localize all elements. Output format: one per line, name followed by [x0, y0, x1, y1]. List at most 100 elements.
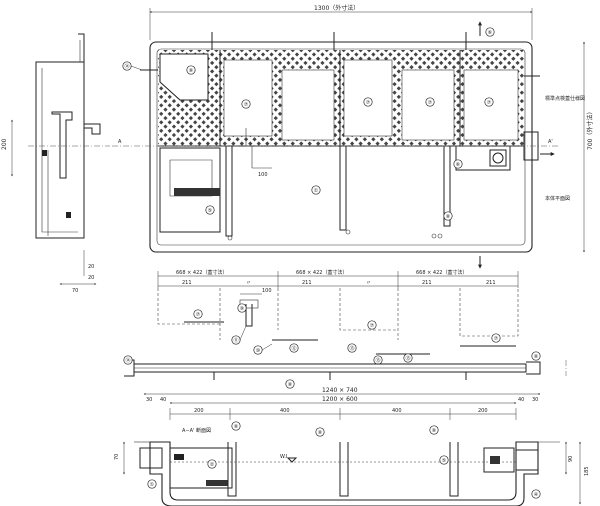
- plan-inner-wall: [156, 48, 526, 246]
- section-wl: W.L.: [280, 454, 291, 460]
- section-baffle-3: [449, 442, 459, 497]
- lid-dim-1: 668 × 422（蓋寸法）: [176, 269, 227, 276]
- section-callout-1: ⑧: [234, 424, 239, 430]
- section-span-1: 200: [194, 408, 204, 414]
- plan-callout-7: ⑥: [488, 30, 493, 36]
- section-callout-5: ⑤: [442, 458, 446, 464]
- plan-baffle-3: [443, 146, 451, 227]
- frame-view: ⑭ ⑧ ⑧: [123, 351, 567, 389]
- lid-dim-3: 668 × 422（蓋寸法）: [416, 269, 467, 276]
- plan-label: 本体平面図: [545, 195, 570, 202]
- plan-callout-leader-1: [130, 65, 143, 71]
- section-title: A−A' 断面図: [182, 427, 211, 434]
- plan-callout-ring-5: [425, 97, 435, 107]
- side-dim-200: 200: [1, 138, 8, 150]
- lid-callout-ring-7: [347, 343, 357, 353]
- section-dim-40b: 40: [518, 397, 524, 403]
- lid-callout-ring-1: [193, 309, 203, 319]
- plan-callout-ring-2: [186, 65, 196, 75]
- lid-callout-ring-2: [237, 303, 247, 313]
- plan-label-right: 標準点検蓋仕様図: [545, 95, 585, 102]
- lid-callout-ring-9: [403, 353, 413, 363]
- section-dim-70: 70: [114, 454, 120, 460]
- frame-callout-ring-3: [531, 351, 541, 361]
- section-view: 1240 × 740 1200 × 600 30 40 40 30 200 40…: [114, 387, 590, 506]
- frame-callout-3: ⑧: [534, 354, 539, 360]
- plan-callout-3: ⑦: [244, 102, 249, 108]
- section-body: [149, 441, 539, 506]
- plan-callout-ring-10: [453, 159, 463, 169]
- plan-inlet-chamber: [159, 53, 209, 101]
- section-inlet-pipe: [139, 447, 163, 469]
- lid-callout-10: ⑦: [494, 336, 499, 342]
- side-dim-20b: 20: [88, 275, 94, 281]
- lid-callout-ring-10: [491, 333, 501, 343]
- lid-callout-4: ⑦: [370, 323, 375, 329]
- section-baffle-2: [339, 442, 349, 497]
- plan-callout-2: ⑧: [189, 68, 194, 74]
- section-callout-ring-3: [429, 425, 439, 435]
- section-inlet-mark: [174, 454, 184, 460]
- lid-callout-leader-5: [261, 343, 273, 351]
- lid-handle: [245, 304, 253, 327]
- section-callout-2: ⑧: [318, 430, 323, 436]
- section-dim-90: 90: [568, 456, 574, 462]
- plan-section-a: A: [118, 139, 122, 145]
- plan-outlet-pipe: [492, 152, 504, 164]
- side-fitting-upper: [42, 150, 47, 156]
- frame-callout-2: ⑧: [288, 382, 293, 388]
- section-span-4: 200: [478, 408, 488, 414]
- lid-dim-100: 100: [262, 288, 272, 294]
- lid-callout-1: ⑦: [196, 312, 201, 318]
- section-dim-30: 30: [146, 397, 152, 403]
- plan-callout-ring-3: [241, 99, 251, 109]
- plan-lid-1: [223, 59, 273, 137]
- section-callout-ring-6: [147, 479, 157, 489]
- side-view: 200 20 20 70: [1, 33, 110, 294]
- plan-callout-ring-11: [443, 211, 453, 221]
- side-inner-wall: [41, 68, 78, 233]
- frame-callouts: ⑭ ⑧ ⑧: [123, 351, 541, 389]
- lid-sub-2: 〃: [246, 280, 251, 286]
- lid-callout-2: ⑨: [240, 306, 244, 312]
- section-dim-40a: 40: [160, 397, 166, 403]
- plan-callout-4: ⑦: [366, 100, 371, 106]
- section-callout-3: ⑧: [432, 428, 437, 434]
- lid-dim-2: 668 × 422（蓋寸法）: [296, 269, 347, 276]
- plan-lid-5: [463, 69, 519, 141]
- lid-callout-3: ⑪: [233, 337, 238, 344]
- frame-callout-ring-1: [123, 355, 133, 365]
- lid-sub-1: 211: [182, 280, 192, 286]
- section-dim-185: 185: [584, 466, 590, 476]
- plan-screen-bar: [174, 188, 220, 196]
- plan-view: 1300（外寸法） 100: [112, 4, 594, 269]
- side-body-outline: [35, 61, 85, 239]
- lid-outline-1: [157, 288, 220, 325]
- lid-sub-3: 211: [302, 280, 312, 286]
- lid-callout-ring-4: [367, 320, 377, 330]
- frame-callout-1: ⑭: [125, 357, 130, 364]
- section-baffle-1: [227, 442, 237, 497]
- plan-callout-ring-4: [363, 97, 373, 107]
- section-screen-bar: [206, 480, 228, 486]
- section-callout-ring-1: [231, 421, 241, 431]
- plan-bolt-4: [437, 233, 443, 239]
- plan-hatch-4: [460, 50, 524, 146]
- side-dim-20a: 20: [88, 264, 94, 270]
- section-dim-30b: 30: [532, 397, 538, 403]
- section-callout-ring-2: [315, 427, 325, 437]
- lid-outline-6: [459, 288, 519, 337]
- plan-callout-5: ⑦: [428, 100, 433, 106]
- side-riser: [78, 33, 85, 62]
- plan-bolt-1: [227, 235, 233, 241]
- plan-lid-2: [281, 69, 335, 141]
- section-wl-triangle: [286, 457, 298, 463]
- side-outlet: [84, 123, 101, 135]
- lid-callout-ring-6: [289, 343, 299, 353]
- plan-bolt-3: [431, 233, 437, 239]
- section-span-2: 400: [280, 408, 290, 414]
- section-span-3: 400: [392, 408, 402, 414]
